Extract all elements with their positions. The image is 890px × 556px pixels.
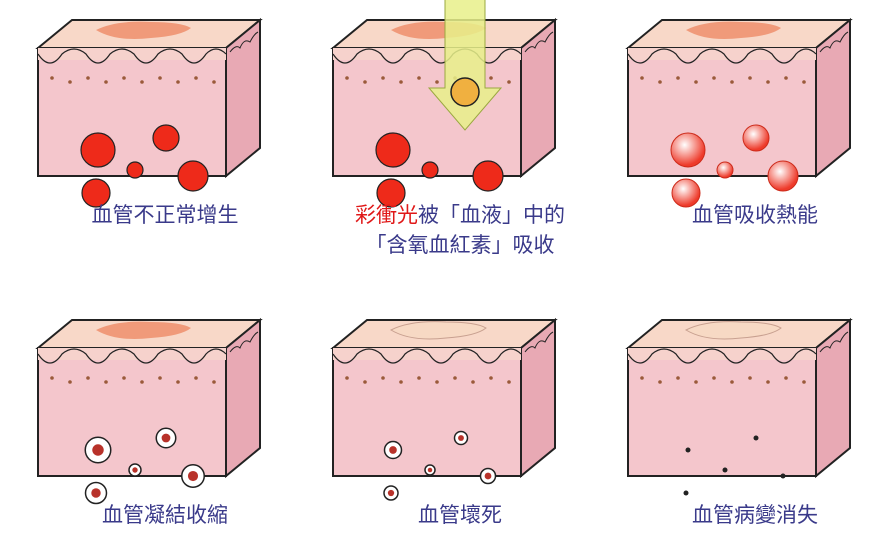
skin-block-coagulation xyxy=(35,317,263,505)
blood-vessel xyxy=(128,463,142,477)
blood-vessel xyxy=(767,160,799,192)
blood-vessel xyxy=(722,467,728,473)
blood-vessel xyxy=(376,178,406,208)
caption-text: 血管壞死 xyxy=(418,503,502,527)
dermal-junction-line xyxy=(332,348,522,364)
dermal-junction-line xyxy=(627,348,817,364)
skin-block-disappear xyxy=(625,317,853,496)
dermal-junction-line xyxy=(37,348,227,364)
blood-vessel xyxy=(126,161,144,179)
caption-text: 血管吸收熱能 xyxy=(692,203,818,227)
blood-vessel xyxy=(81,178,111,208)
caption-text: 血管病變消失 xyxy=(692,503,818,527)
blood-vessel xyxy=(375,132,411,168)
blood-vessel xyxy=(683,490,689,496)
blood-vessel xyxy=(753,435,759,441)
skin-block-absorption xyxy=(330,0,558,208)
skin-front-face xyxy=(627,347,817,477)
skin-block-necrosis xyxy=(330,317,558,501)
dermal-junction-line xyxy=(627,48,817,64)
caption-line: 血管不正常增生 xyxy=(20,200,310,230)
caption-line: 彩衝光被「血液」中的 xyxy=(315,200,605,230)
caption-text: 被「血液」中的 xyxy=(418,203,565,227)
skin-front-face xyxy=(37,347,227,477)
caption-disappear: 血管病變消失 xyxy=(610,500,890,530)
pigment-patch xyxy=(96,21,191,39)
caption-line: 「含氧血紅素」吸收 xyxy=(315,230,605,260)
dermal-junction-line xyxy=(332,48,522,64)
caption-necrosis: 血管壞死 xyxy=(315,500,605,530)
caption-coagulation: 血管凝結收縮 xyxy=(20,500,310,530)
pigment-patch xyxy=(389,321,487,340)
caption-heat: 血管吸收熱能 xyxy=(610,200,890,230)
skin-block-heat xyxy=(625,17,853,208)
caption-text: 血管不正常增生 xyxy=(91,203,239,227)
light-beam xyxy=(427,0,503,131)
blood-vessel xyxy=(685,447,691,453)
pigment-patch xyxy=(684,321,782,340)
caption-absorption: 彩衝光被「血液」中的「含氧血紅素」吸收 xyxy=(315,200,605,260)
blood-vessel xyxy=(453,430,469,446)
skin-front-face xyxy=(332,47,522,177)
caption-text: 血管凝結收縮 xyxy=(102,503,228,527)
blood-vessel xyxy=(383,440,403,460)
caption-text: 「含氧血紅素」吸收 xyxy=(365,233,555,257)
caption-line: 血管凝結收縮 xyxy=(20,500,310,530)
blood-vessel xyxy=(383,485,399,501)
blood-vessel xyxy=(670,132,706,168)
blood-vessel xyxy=(424,464,436,476)
blood-vessel xyxy=(84,481,108,505)
skin-block-proliferation xyxy=(35,17,263,208)
blood-vessel xyxy=(80,132,116,168)
absorbing-vessel xyxy=(450,77,480,107)
blood-vessel xyxy=(742,124,770,152)
dermal-junction-line xyxy=(37,48,227,64)
blood-vessel xyxy=(152,124,180,152)
caption-highlight: 彩衝光 xyxy=(355,203,418,227)
blood-vessel xyxy=(671,178,701,208)
blood-vessel xyxy=(155,427,177,449)
caption-line: 血管壞死 xyxy=(315,500,605,530)
pigment-patch xyxy=(96,321,191,339)
skin-front-face xyxy=(332,347,522,477)
blood-vessel xyxy=(472,160,504,192)
caption-line: 血管吸收熱能 xyxy=(610,200,890,230)
blood-vessel xyxy=(479,467,497,485)
skin-front-face xyxy=(37,47,227,177)
skin-front-face xyxy=(627,47,817,177)
pigment-patch xyxy=(686,21,781,39)
blood-vessel xyxy=(780,473,786,479)
caption-proliferation: 血管不正常增生 xyxy=(20,200,310,230)
caption-line: 血管病變消失 xyxy=(610,500,890,530)
blood-vessel xyxy=(716,161,734,179)
blood-vessel xyxy=(421,161,439,179)
blood-vessel xyxy=(177,160,209,192)
blood-vessel xyxy=(84,436,112,464)
blood-vessel xyxy=(181,464,205,488)
